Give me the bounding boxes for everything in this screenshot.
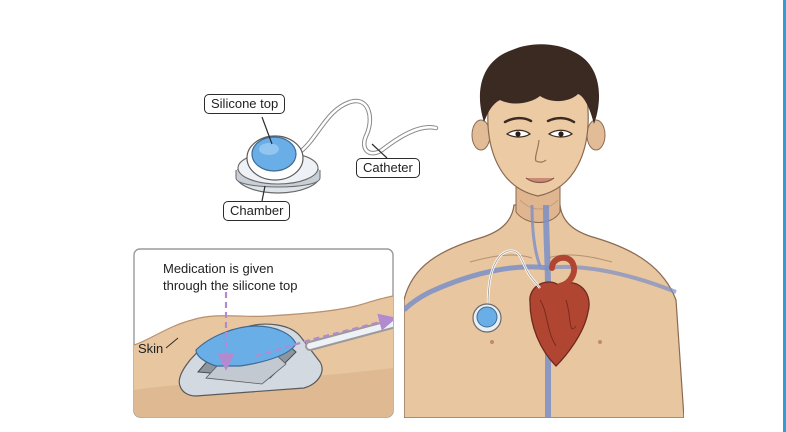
- skin-label: Skin: [138, 341, 164, 356]
- inset-caption-line-2: through the silicone top: [163, 278, 298, 293]
- port-device: [235, 98, 439, 202]
- accent-edge: [783, 0, 786, 432]
- inset-panel: [133, 248, 394, 418]
- person-figure: [404, 40, 684, 418]
- chamber-callout: Chamber: [223, 201, 291, 221]
- silicone-top-callout: Silicone top: [204, 94, 286, 114]
- inset-caption-line-1: Medication is given: [163, 261, 274, 276]
- catheter-callout: Catheter: [356, 158, 420, 178]
- inset-caption: Medication is given through the silicone…: [163, 260, 297, 294]
